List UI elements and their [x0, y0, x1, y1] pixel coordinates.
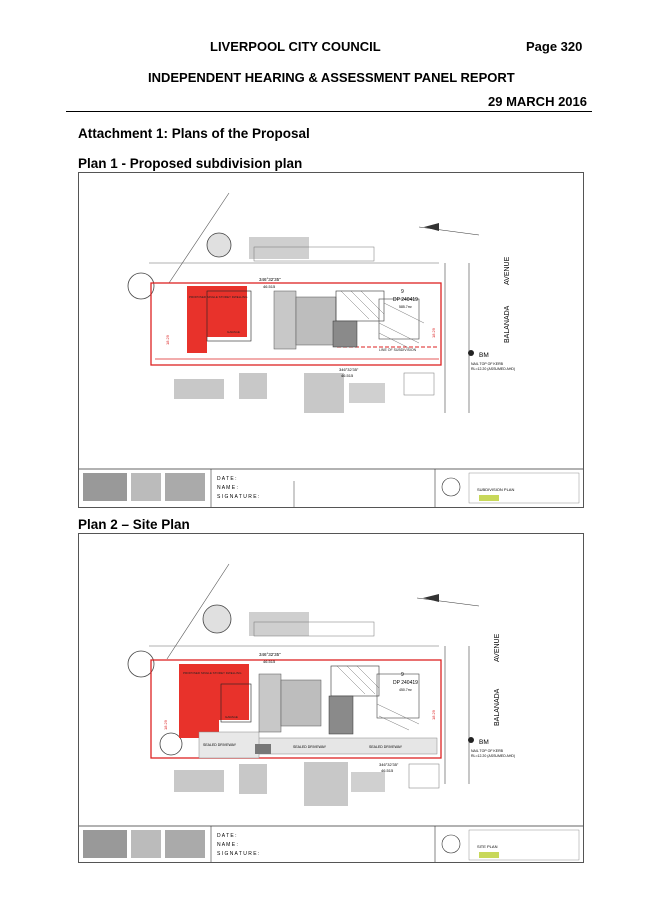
proposed-label: PROPOSED SINGLE STOREY DWELLING [183, 671, 242, 675]
proposed-label: PROPOSED SINGLE STOREY DWELLING [189, 295, 248, 299]
north-arrow-icon [424, 223, 439, 231]
report-title: INDEPENDENT HEARING & ASSESSMENT PANEL R… [148, 70, 515, 85]
distance-top: 46.515 [263, 284, 276, 289]
bm-label: BM [479, 739, 489, 746]
sheet-title: SUBDIVISION PLAN [477, 487, 514, 492]
bm-icon [468, 350, 474, 356]
tree-icon [202, 604, 232, 634]
compass-icon [441, 477, 461, 497]
date-label: D A T E : [217, 833, 237, 839]
driveway-label-2: SEALED DRIVEWAY [293, 745, 327, 749]
page-number: Page 320 [526, 39, 583, 54]
header-rule [66, 111, 592, 112]
car-icon [255, 744, 271, 754]
distance-top: 46.515 [263, 659, 276, 664]
plan2-title: Plan 2 – Site Plan [78, 517, 190, 532]
lot-number: 9 [401, 289, 404, 295]
garage-label: GARAGE [225, 715, 238, 719]
lot-area: 450.7m² [399, 688, 413, 692]
dim-left: 18.29 [165, 334, 170, 345]
bm-icon [468, 737, 474, 743]
driveway-label-3: SEALED DRIVEWAY [369, 745, 403, 749]
street-name: BALANADA [494, 688, 501, 726]
report-date: 29 MARCH 2016 [488, 94, 587, 109]
subdivision-line-label: LINE OF SUBDIVISION [379, 348, 417, 352]
tree-icon [206, 232, 232, 258]
dp-number: DP 240419 [393, 297, 418, 303]
plan1-drawing: AVENUE BALANADA BM NAIL TOP OF KERB RL=1… [78, 172, 584, 508]
bm-note1: NAIL TOP OF KERB [471, 749, 504, 753]
north-arrow-icon [423, 594, 439, 602]
bearing-top: 346°32'35" [259, 277, 281, 282]
distance-bottom: 46.515 [381, 768, 394, 773]
plan1-title: Plan 1 - Proposed subdivision plan [78, 156, 303, 171]
driveway-label-1: SEALED DRIVEWAY [203, 743, 237, 747]
sheet-title: SITE PLAN [477, 844, 498, 849]
street-avenue: AVENUE [504, 256, 511, 285]
bm-label: BM [479, 352, 489, 359]
bm-note1: NAIL TOP OF KERB [471, 362, 504, 366]
street-name: BALANADA [504, 305, 511, 343]
bearing-bottom: 346°32'35" [379, 762, 399, 767]
compass-icon [441, 834, 461, 854]
signature-label: S I G N A T U R E : [217, 851, 259, 857]
name-label: N A M E : [217, 485, 238, 491]
lot-number: 9 [401, 672, 404, 678]
plan2-svg: AVENUE BALANADA BM NAIL TOP OF KERB RL=1… [79, 563, 583, 862]
bearing-top: 346°32'35" [259, 652, 281, 657]
street-avenue: AVENUE [494, 633, 501, 662]
tree-icon [159, 732, 183, 756]
council-name: LIVERPOOL CITY COUNCIL [210, 39, 381, 54]
attachment-title: Attachment 1: Plans of the Proposal [78, 126, 310, 141]
dim-right: 18.29 [431, 327, 436, 338]
plan2-drawing: AVENUE BALANADA BM NAIL TOP OF KERB RL=1… [78, 533, 584, 863]
signature-label: S I G N A T U R E : [217, 494, 259, 500]
date-label: D A T E : [217, 476, 237, 482]
dp-number: DP 240419 [393, 680, 418, 686]
bm-note2: RL=12.20 (ASSUMED AHD) [471, 754, 515, 758]
lot-area: 585.7m² [399, 305, 413, 309]
plan1-svg: AVENUE BALANADA BM NAIL TOP OF KERB RL=1… [79, 192, 583, 507]
bm-note2: RL=12.20 (ASSUMED AHD) [471, 367, 515, 371]
distance-bottom: 46.515 [341, 373, 354, 378]
name-label: N A M E : [217, 842, 238, 848]
tree-icon [127, 650, 155, 678]
bearing-bottom: 346°32'35" [339, 367, 359, 372]
dim-right: 18.29 [431, 709, 436, 720]
garage-label: GARAGE [227, 330, 240, 334]
dim-left: 18.29 [163, 719, 168, 730]
tree-icon [127, 272, 155, 300]
